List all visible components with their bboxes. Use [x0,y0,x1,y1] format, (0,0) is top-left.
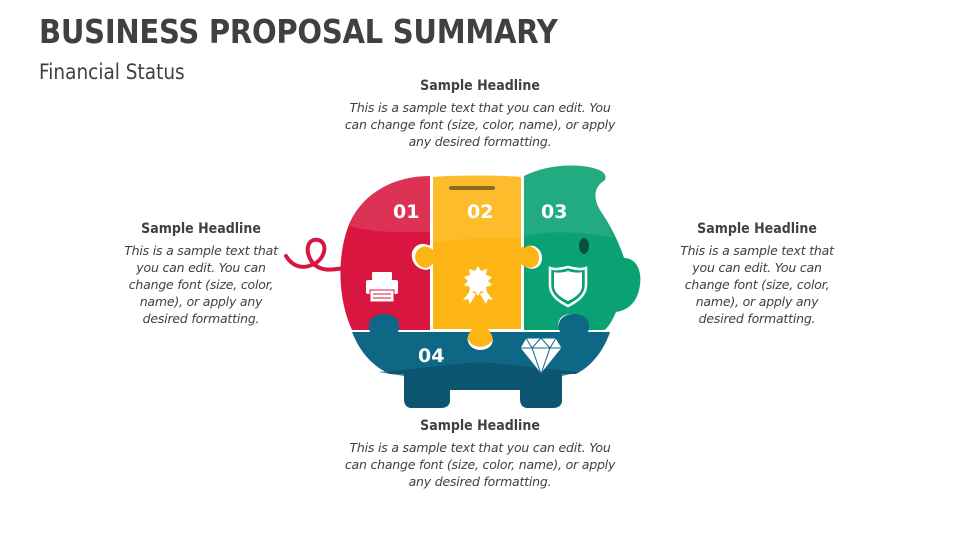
piece-number: 02 [467,201,493,223]
piece-number: 01 [393,201,419,223]
headline: Sample Headline [697,221,817,237]
slide-subtitle: Financial Status [39,60,185,84]
body-text: This is a sample text that you can edit.… [344,100,616,149]
headline: Sample Headline [420,78,540,94]
shield-icon [548,265,588,308]
body-text: This is a sample text that you can edit.… [344,440,616,489]
diamond-icon [519,337,563,376]
piggy-eye [579,238,589,254]
body-text: This is a sample text that you can edit.… [680,243,834,326]
piece-number: 04 [418,345,444,367]
puzzle-piece-04: 04 [352,314,610,408]
headline: Sample Headline [141,221,261,237]
award-badge-icon [463,266,493,304]
text-block-top: Sample Headline This is a sample text th… [340,78,620,150]
puzzle-piece-03: 03 [524,165,641,330]
piece-number: 03 [541,201,567,223]
puzzle-piece-02: 02 [412,173,542,350]
body-text: This is a sample text that you can edit.… [124,243,278,326]
text-block-left: Sample Headline This is a sample text th… [118,221,284,327]
puzzle-piece-01: 01 [340,176,430,330]
headline: Sample Headline [420,418,540,434]
printer-icon [366,272,398,303]
slide-title: BUSINESS PROPOSAL SUMMARY [39,12,558,51]
text-block-right: Sample Headline This is a sample text th… [674,221,840,327]
tail [284,237,346,272]
text-block-bottom: Sample Headline This is a sample text th… [340,418,620,490]
